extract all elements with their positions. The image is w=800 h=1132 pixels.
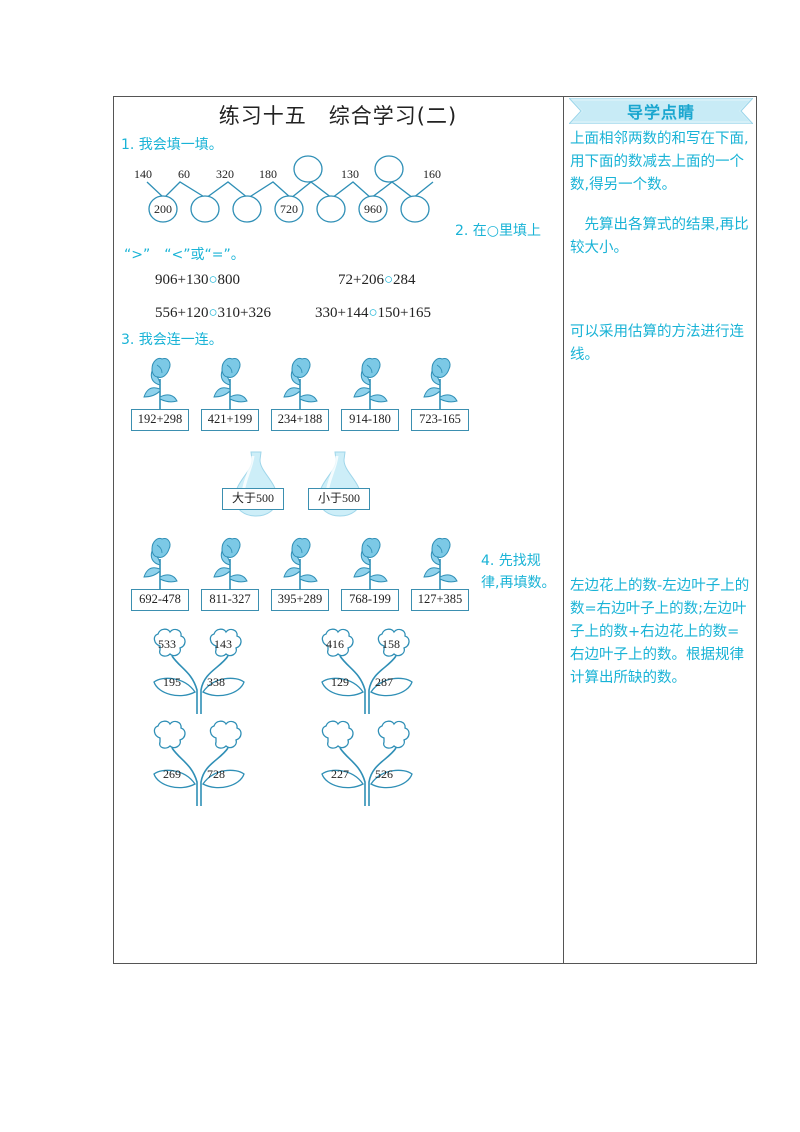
compare-right: 150+165 (377, 305, 431, 321)
vase-label-less[interactable]: 小于500 (308, 488, 370, 510)
sidebar-note-pattern: 左边花上的数-左边叶子上的数=右边叶子上的数;左边叶子上的数+右边花上的数=右边… (570, 578, 750, 686)
plant2-leaf-right: 287 (375, 675, 393, 689)
chain-top-3: 320 (216, 167, 234, 181)
q4-label: 4. 先找规律,再填数。 (481, 553, 556, 591)
plant3-leaf-right: 728 (207, 767, 225, 781)
flower-icon (140, 355, 180, 411)
chain-top-1: 140 (134, 167, 152, 181)
flower-icon (140, 535, 180, 591)
match-expr-bottom-1[interactable]: 692-478 (131, 589, 189, 611)
compare-item-3: 556+120○310+326 (155, 305, 271, 322)
plant1-flower-right: 143 (214, 637, 232, 651)
match-expr-top-1[interactable]: 192+298 (131, 409, 189, 431)
plant1-leaf-right: 338 (207, 675, 225, 689)
compare-circle[interactable]: ○ (368, 305, 378, 321)
compare-circle[interactable]: ○ (208, 272, 218, 288)
plant3-leaf-left: 269 (163, 767, 181, 781)
match-expr-top-4[interactable]: 914-180 (341, 409, 399, 431)
q1-label: 1. 我会填一填。 (121, 137, 223, 153)
plant-diagram-3 (140, 712, 260, 807)
plant2-leaf-left: 129 (331, 675, 349, 689)
chain-top-8: 160 (423, 167, 441, 181)
sidebar-note-compare: 先算出各算式的结果,再比较大小。 (570, 217, 749, 256)
flower-icon (210, 535, 250, 591)
chain-top-2: 60 (178, 167, 190, 181)
plant-diagram-4 (308, 712, 428, 807)
match-expr-top-3[interactable]: 234+188 (271, 409, 329, 431)
plant4-leaf-right: 526 (375, 767, 393, 781)
plant4-leaf-left: 227 (331, 767, 349, 781)
chain-bottom-6: 960 (364, 202, 382, 216)
compare-right: 310+326 (217, 305, 271, 321)
match-expr-bottom-4[interactable]: 768-199 (341, 589, 399, 611)
q2-label-a: 2. 在○里填上 (455, 223, 542, 239)
compare-left: 556+120 (155, 305, 209, 321)
plant2-flower-left: 416 (326, 637, 344, 651)
flower-icon (280, 535, 320, 591)
plant1-flower-left: 533 (158, 637, 176, 651)
compare-item-4: 330+144○150+165 (315, 305, 431, 322)
sidebar-banner-shape (569, 98, 753, 124)
flower-icon (420, 535, 460, 591)
plant2-flower-right: 158 (382, 637, 400, 651)
column-divider (563, 96, 565, 964)
sidebar-note-estimate: 可以采用估算的方法进行连线。 (570, 324, 744, 363)
chain-bottom-1: 200 (154, 202, 172, 216)
page-title: 练习十五 综合学习(二) (218, 104, 458, 128)
flower-icon (350, 535, 390, 591)
worksheet-frame (113, 96, 757, 964)
compare-circle[interactable]: ○ (383, 272, 394, 288)
sidebar-banner-title: 导学点睛 (626, 103, 695, 122)
match-expr-bottom-5[interactable]: 127+385 (411, 589, 469, 611)
match-expr-top-2[interactable]: 421+199 (201, 409, 259, 431)
compare-right: 284 (393, 272, 416, 288)
plant-diagram-2 (308, 620, 428, 715)
chain-bottom-4: 720 (280, 202, 298, 216)
flower-icon (350, 355, 390, 411)
compare-left: 72+206 (338, 272, 384, 288)
match-expr-bottom-2[interactable]: 811-327 (201, 589, 259, 611)
compare-circle[interactable]: ○ (208, 305, 218, 321)
chain-top-4: 180 (259, 167, 277, 181)
compare-right: 800 (217, 272, 241, 288)
vase-label-greater[interactable]: 大于500 (222, 488, 284, 510)
match-expr-bottom-3[interactable]: 395+289 (271, 589, 329, 611)
chain-top-6: 130 (341, 167, 359, 181)
plant1-leaf-left: 195 (163, 675, 181, 689)
compare-item-2: 72+206○284 (338, 272, 416, 289)
q2-label-b: “>” “<”或“=”。 (124, 247, 245, 263)
plant-diagram-1 (140, 620, 260, 715)
sidebar-note-chain: 上面相邻两数的和写在下面,用下面的数减去上面的一个数,得另一个数。 (570, 131, 749, 193)
q3-label: 3. 我会连一连。 (121, 332, 223, 348)
match-expr-top-5[interactable]: 723-165 (411, 409, 469, 431)
flower-icon (210, 355, 250, 411)
flower-icon (420, 355, 460, 411)
compare-item-1: 906+130○800 (155, 272, 240, 289)
q1-number-chain (146, 155, 434, 223)
compare-left: 906+130 (155, 272, 209, 288)
compare-left: 330+144 (315, 305, 369, 321)
flower-icon (280, 355, 320, 411)
